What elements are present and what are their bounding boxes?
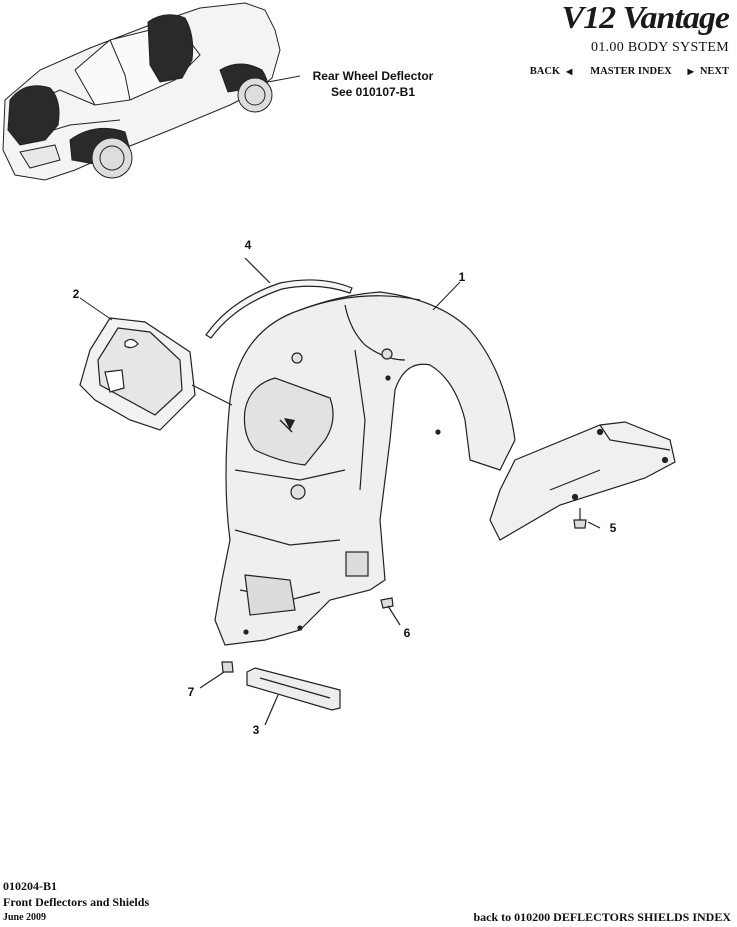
- part-number-2: 2: [72, 287, 80, 301]
- diagram-code: 010204-B1: [3, 879, 57, 893]
- callout-line-1: Rear Wheel Deflector: [312, 69, 434, 83]
- triangle-left-icon: ◀: [566, 67, 573, 76]
- part-number-4: 4: [244, 238, 252, 252]
- leader-lines: [79, 281, 461, 321]
- part-7-nut: [199, 661, 234, 689]
- back-to-index-link[interactable]: back to 010200 DEFLECTORS SHIELDS INDEX: [473, 910, 731, 924]
- back-link[interactable]: BACK: [529, 66, 561, 77]
- part-1-extension-plate: [489, 421, 676, 541]
- part-number-3: 3: [252, 723, 260, 737]
- part-number-7: 7: [187, 685, 195, 699]
- nav-bar: BACK ◀ MASTER INDEX ▶ NEXT: [530, 66, 729, 77]
- system-title: 01.00 BODY SYSTEM: [591, 40, 729, 55]
- next-link[interactable]: NEXT: [699, 66, 729, 77]
- part-2-access-panel: [79, 317, 233, 431]
- brand-logo: V12 Vantage: [561, 1, 730, 36]
- callout-line-2: See 010107-B1: [330, 85, 416, 99]
- master-index-link[interactable]: MASTER INDEX: [590, 66, 672, 77]
- part-5-screw: [573, 508, 601, 529]
- part-number-5: 5: [609, 521, 617, 535]
- diagram-title: Front Deflectors and Shields: [3, 895, 150, 909]
- part-6-clip: [380, 597, 401, 626]
- part-1-wheel-arch-liner: [214, 291, 516, 646]
- triangle-right-icon: ▶: [687, 67, 694, 76]
- rear-wheel-deflector-callout[interactable]: Rear Wheel Deflector See 010107-B1: [288, 68, 458, 100]
- part-number-1: 1: [458, 270, 466, 284]
- diagram-date: June 2009: [3, 912, 47, 923]
- part-3-lower-strip: [246, 667, 341, 726]
- car-overview: [2, 2, 301, 181]
- part-4-seal-strip: [205, 257, 353, 339]
- part-number-6: 6: [403, 626, 411, 640]
